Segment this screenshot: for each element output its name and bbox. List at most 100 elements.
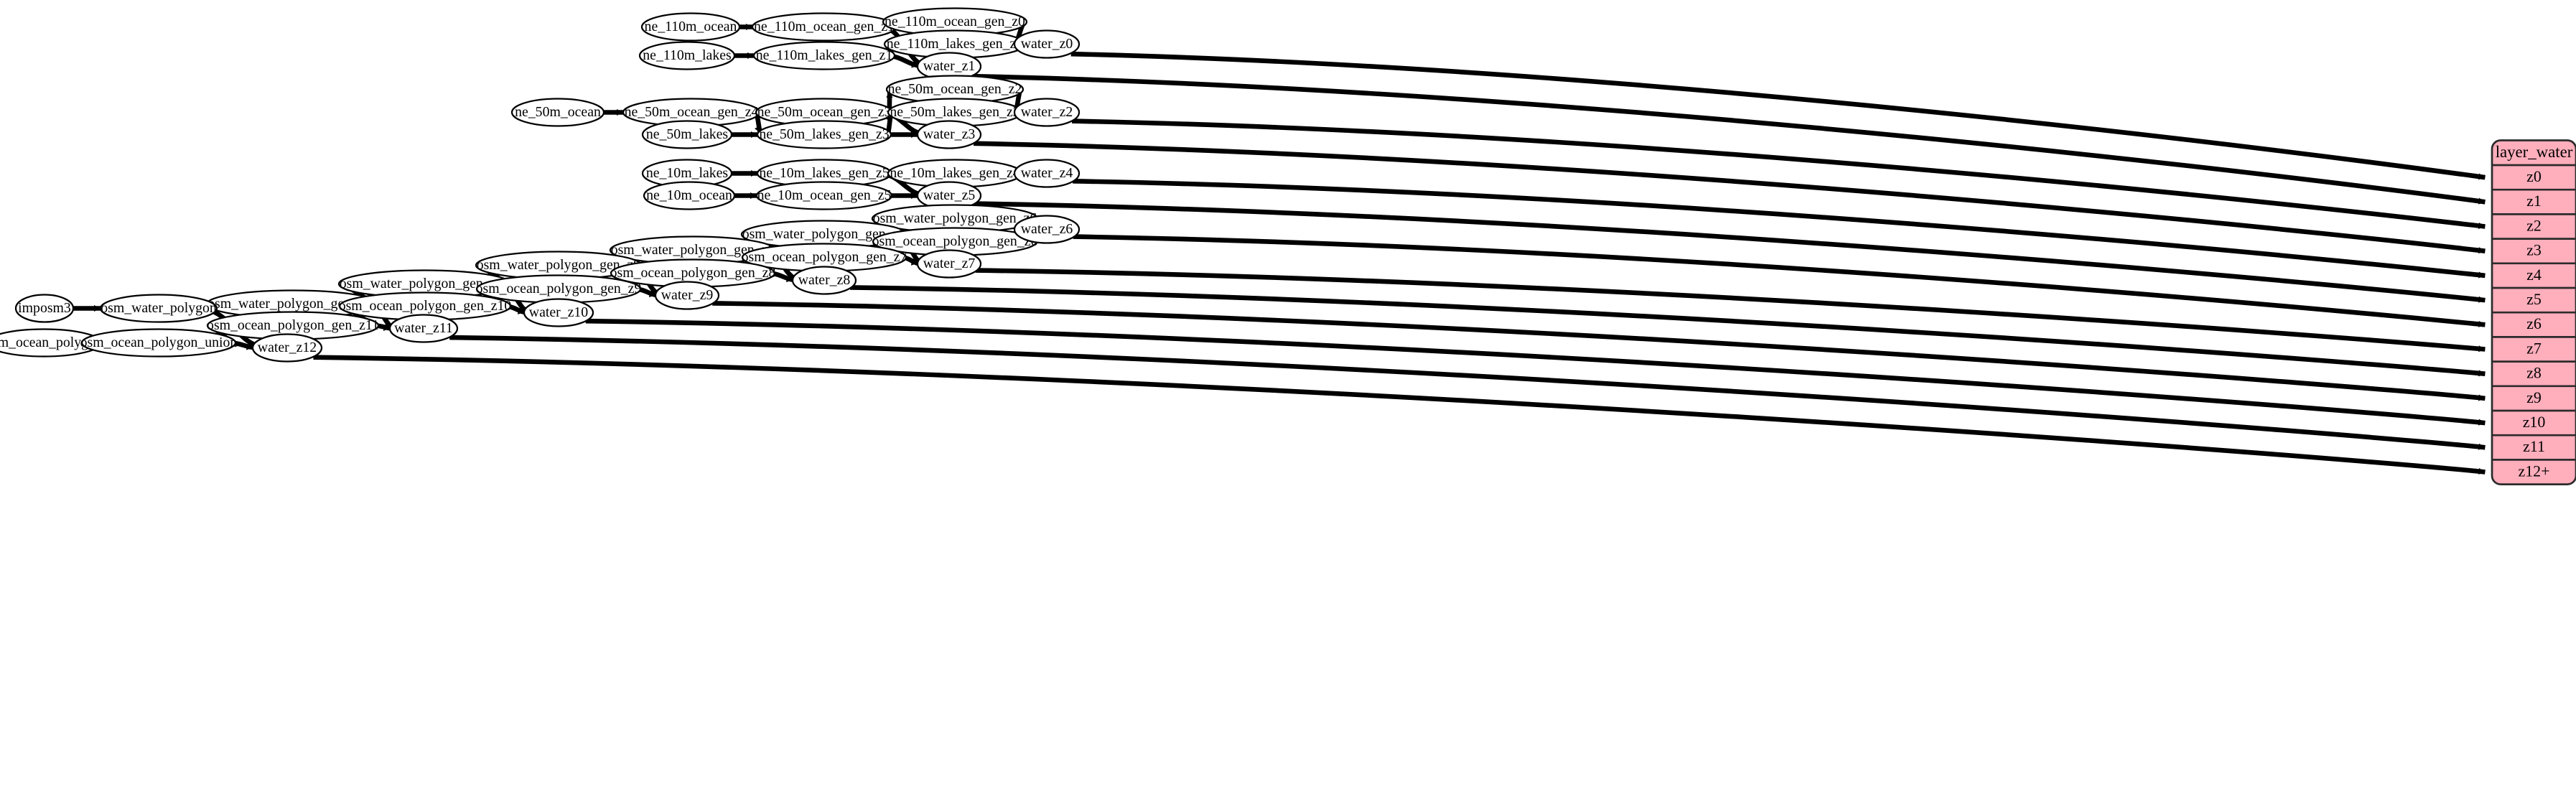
table-row-z11[interactable]: z11 xyxy=(2523,437,2545,455)
node-ellipse xyxy=(641,120,733,149)
node-label: water_z12 xyxy=(258,340,317,355)
node-label: osm_ocean_polygon xyxy=(0,335,103,350)
edge-water_z7-to-layer_water_z7 xyxy=(975,268,2486,352)
node-water_z3[interactable]: water_z3 xyxy=(916,120,982,149)
node-water_z2[interactable]: water_z2 xyxy=(1013,98,1081,127)
edge-arrowhead xyxy=(383,325,391,331)
node-ellipse xyxy=(640,12,741,42)
edge-water_z11-to-layer_water_z11 xyxy=(449,335,2486,450)
edge-arrowhead xyxy=(911,192,918,200)
table-row-z12plus[interactable]: z12+ xyxy=(2519,462,2550,480)
node-label: ne_50m_lakes_gen_z2 xyxy=(890,104,1019,120)
node-osm_ocean_polygon_gen_z9[interactable]: osm_ocean_polygon_gen_z9 xyxy=(476,274,642,304)
edge-arrowhead xyxy=(2478,345,2486,353)
node-ellipse xyxy=(523,298,594,327)
node-ellipse xyxy=(643,181,736,210)
node-label: ne_50m_ocean_gen_z3 xyxy=(757,104,892,120)
node-osm_ocean_polygon_gen_z7[interactable]: osm_ocean_polygon_gen_z7 xyxy=(742,243,907,272)
edge-water_z4-to-layer_water_z4 xyxy=(1073,179,2486,279)
node-label: osm_ocean_polygon_union xyxy=(80,335,238,350)
node-ne_10m_lakes[interactable]: ne_10m_lakes xyxy=(641,159,733,188)
node-ne_110m_lakes[interactable]: ne_110m_lakes xyxy=(638,41,736,70)
edge-arrowhead xyxy=(2478,419,2486,426)
node-ne_50m_lakes_gen_z2[interactable]: ne_50m_lakes_gen_z2 xyxy=(887,98,1023,127)
node-water_z6[interactable]: water_z6 xyxy=(1013,215,1081,244)
node-label: ne_110m_ocean xyxy=(645,19,737,34)
node-ellipse xyxy=(388,314,459,343)
node-osm_ocean_polygon_gen_z10[interactable]: osm_ocean_polygon_gen_z10 xyxy=(339,291,512,321)
node-osm_water_polygon[interactable]: osm_water_polygon xyxy=(99,294,218,323)
node-water_z8[interactable]: water_z8 xyxy=(791,266,857,295)
edge-arrowhead xyxy=(518,308,525,314)
node-ne_110m_lakes_gen_z1[interactable]: ne_110m_lakes_gen_z1 xyxy=(752,41,896,70)
table-row-z1[interactable]: z1 xyxy=(2526,192,2542,210)
table-row-z5[interactable]: z5 xyxy=(2526,290,2542,308)
node-ne_110m_ocean_gen_z1[interactable]: ne_110m_ocean_gen_z1 xyxy=(751,12,897,42)
node-ne_10m_lakes_gen_z4[interactable]: ne_10m_lakes_gen_z4 xyxy=(887,159,1023,188)
edge-water_z2-to-layer_water_z2 xyxy=(1072,118,2486,229)
table-row-z0[interactable]: z0 xyxy=(2526,167,2542,185)
table-row-z6[interactable]: z6 xyxy=(2526,314,2542,332)
node-label: osm_water_polygon_gen_z7 xyxy=(742,226,907,242)
node-label: ne_10m_lakes xyxy=(646,165,728,181)
edge-water_z12-to-layer_water_z12_ xyxy=(313,355,2486,475)
edge-arrowhead xyxy=(2478,370,2486,377)
node-ne_50m_lakes_gen_z3[interactable]: ne_50m_lakes_gen_z3 xyxy=(756,120,892,149)
node-ne_110m_ocean[interactable]: ne_110m_ocean xyxy=(640,12,741,42)
node-label: osm_ocean_polygon_gen_z10 xyxy=(339,298,512,314)
edge-arrowhead xyxy=(751,169,758,177)
node-label: ne_110m_lakes_gen_z0 xyxy=(887,36,1024,52)
node-osm_ocean_polygon_union[interactable]: osm_ocean_polygon_union xyxy=(80,328,238,358)
table-row-z7[interactable]: z7 xyxy=(2526,339,2542,357)
node-osm_water_polygon_gen_z8[interactable]: osm_water_polygon_gen_z8 xyxy=(609,235,777,265)
node-ne_10m_lakes_gen_z5[interactable]: ne_10m_lakes_gen_z5 xyxy=(756,159,892,188)
edge-arrowhead xyxy=(2478,247,2486,254)
table-row-z3[interactable]: z3 xyxy=(2526,241,2542,259)
node-label: water_z6 xyxy=(1021,221,1073,237)
node-ne_50m_ocean[interactable]: ne_50m_ocean xyxy=(510,98,605,127)
edge-arrowhead xyxy=(2478,223,2486,229)
node-ellipse xyxy=(1013,98,1081,127)
node-water_z1[interactable]: water_z1 xyxy=(916,52,982,81)
node-water_z12[interactable]: water_z12 xyxy=(251,333,323,363)
edge-arrowhead xyxy=(2478,296,2486,303)
table-row-z10[interactable]: z10 xyxy=(2523,413,2546,431)
edge-arrowhead xyxy=(750,192,757,200)
table-row-z9[interactable]: z9 xyxy=(2526,388,2542,406)
node-osm_water_polygon_gen_z9[interactable]: osm_water_polygon_gen_z9 xyxy=(475,251,643,280)
node-water_z10[interactable]: water_z10 xyxy=(523,298,594,327)
node-ne_10m_ocean_gen_z5[interactable]: ne_10m_ocean_gen_z5 xyxy=(755,181,893,210)
table-row-z4[interactable]: z4 xyxy=(2526,266,2542,284)
node-water_z11[interactable]: water_z11 xyxy=(388,314,459,343)
node-osm_water_polygon_gen_z10[interactable]: osm_water_polygon_gen_z10 xyxy=(337,269,513,299)
node-ellipse xyxy=(638,41,736,70)
node-label: water_z11 xyxy=(394,320,453,336)
table-row-z8[interactable]: z8 xyxy=(2526,364,2542,382)
node-water_z0[interactable]: water_z0 xyxy=(1013,29,1081,59)
table-row-z2[interactable]: z2 xyxy=(2526,216,2542,234)
node-ellipse xyxy=(251,333,323,363)
layer-water-table[interactable]: layer_waterz0z1z2z3z4z5z6z7z8z9z10z11z12… xyxy=(2491,139,2576,485)
node-ne_10m_ocean[interactable]: ne_10m_ocean xyxy=(643,181,736,210)
node-imposm3[interactable]: imposm3 xyxy=(14,294,75,323)
node-water_z4[interactable]: water_z4 xyxy=(1013,159,1081,188)
node-ne_110m_ocean_gen_z0[interactable]: ne_110m_ocean_gen_z0 xyxy=(882,7,1028,37)
node-osm_ocean_polygon_gen_z6[interactable]: osm_ocean_polygon_gen_z6 xyxy=(872,227,1038,256)
node-label: osm_ocean_polygon_gen_z11 xyxy=(207,317,379,333)
node-ellipse xyxy=(755,181,893,210)
node-label: water_z8 xyxy=(798,272,851,288)
edge-water_z10-to-layer_water_z10 xyxy=(585,318,2486,426)
node-water_z5[interactable]: water_z5 xyxy=(916,181,982,210)
node-label: osm_water_polygon_gen_z8 xyxy=(611,242,775,258)
node-water_z7[interactable]: water_z7 xyxy=(916,249,982,279)
node-osm_water_polygon_gen_z6[interactable]: osm_water_polygon_gen_z6 xyxy=(871,204,1039,233)
node-osm_water_polygon_gen_z7[interactable]: osm_water_polygon_gen_z7 xyxy=(740,220,908,249)
node-ellipse xyxy=(14,294,75,323)
node-label: water_z4 xyxy=(1021,165,1073,181)
node-ne_50m_lakes[interactable]: ne_50m_lakes xyxy=(641,120,733,149)
node-label: osm_water_polygon_gen_z11 xyxy=(207,296,378,312)
node-ne_50m_ocean_gen_z2[interactable]: ne_50m_ocean_gen_z2 xyxy=(885,75,1025,104)
node-osm_ocean_polygon_gen_z8[interactable]: osm_ocean_polygon_gen_z8 xyxy=(610,258,776,288)
node-osm_ocean_polygon_gen_z11[interactable]: osm_ocean_polygon_gen_z11 xyxy=(206,311,380,340)
node-water_z9[interactable]: water_z9 xyxy=(654,281,720,310)
